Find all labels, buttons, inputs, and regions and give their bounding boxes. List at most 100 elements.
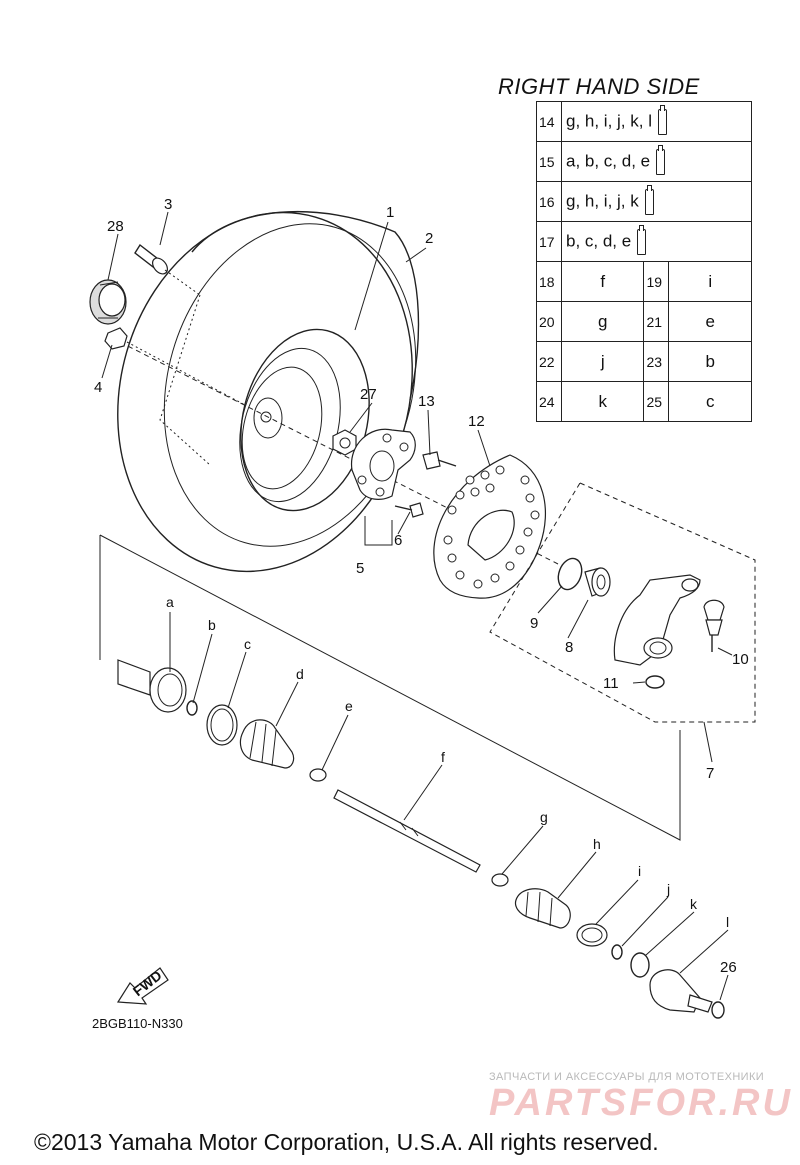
boot-band: [206, 704, 238, 746]
table-row: 18 f 19 i: [536, 261, 752, 302]
row-number: 15: [536, 141, 562, 182]
brake-disc: [433, 454, 546, 599]
end-circlip: [711, 1001, 725, 1019]
table-row: 15 a, b, c, d, e: [536, 141, 752, 182]
row-value: g: [560, 301, 645, 342]
callout-1: 1: [386, 204, 394, 221]
valve-stem: [134, 243, 201, 296]
reference-table: 14 g, h, i, j, k, l 15 a, b, c, d, e 16 …: [536, 101, 752, 422]
row-number: 17: [536, 221, 562, 262]
watermark-logo: PARTSFOR.RU: [489, 1082, 793, 1124]
callout-5: 5: [356, 560, 364, 577]
callout-11: 11: [603, 675, 619, 692]
diagram-code: 2BGB110-N330: [92, 1016, 183, 1031]
letter-h: h: [593, 836, 601, 852]
inner-cv-boot: [514, 888, 571, 929]
row-number: 16: [536, 181, 562, 222]
fwd-arrow-icon: FWD: [116, 967, 169, 1005]
callout-12: 12: [468, 413, 485, 430]
wheel-nut: [104, 327, 128, 350]
callout-27: 27: [360, 386, 377, 403]
knuckle-assembly-box: [489, 482, 756, 723]
row-number: 21: [643, 301, 670, 342]
inner-circlip: [611, 944, 623, 960]
row-parts-text: b, c, d, e: [566, 230, 632, 250]
row-parts: a, b, c, d, e: [561, 141, 752, 182]
callout-26: 26: [720, 959, 737, 976]
letter-c: c: [244, 636, 251, 652]
disc-bolt: [422, 451, 457, 470]
callout-3: 3: [164, 196, 172, 213]
row-parts-text: g, h, i, j, k: [566, 190, 639, 210]
row-number: 19: [643, 261, 670, 302]
circlip: [557, 557, 583, 591]
callout-10: 10: [732, 651, 749, 668]
table-row: 22 j 23 b: [536, 341, 752, 382]
row-value: i: [668, 261, 752, 302]
callout-4: 4: [94, 379, 102, 396]
row-number: 24: [536, 381, 562, 422]
row-value: b: [668, 341, 752, 382]
row-parts: b, c, d, e: [561, 221, 752, 262]
table-row: 20 g 21 e: [536, 301, 752, 342]
row-number: 20: [536, 301, 562, 342]
letter-l: l: [726, 914, 729, 930]
table-row: 17 b, c, d, e: [536, 221, 752, 262]
row-value: c: [668, 381, 752, 422]
hub-cap: [89, 279, 127, 325]
snap-ring: [645, 675, 665, 689]
callout-8: 8: [565, 639, 573, 656]
callout-28: 28: [107, 218, 124, 235]
inner-cv-joint: [649, 969, 713, 1013]
hub-stud: [394, 502, 424, 518]
row-parts-text: g, h, i, j, k, l: [566, 110, 652, 130]
callout-numbers: 1 2 3 4 5 6 7 8 9 10 11 12 13 26 27 28: [94, 196, 749, 976]
row-parts: g, h, i, j, k, l: [561, 101, 752, 142]
callout-7: 7: [706, 765, 714, 782]
row-value: j: [560, 341, 645, 382]
outer-cv-joint: [117, 659, 187, 713]
table-row: 14 g, h, i, j, k, l: [536, 101, 752, 142]
row-number: 23: [643, 341, 670, 382]
ball-joint: [703, 599, 725, 652]
copyright-notice: ©2013 Yamaha Motor Corporation, U.S.A. A…: [34, 1129, 659, 1155]
letter-k: k: [690, 896, 698, 912]
letter-e: e: [345, 698, 353, 714]
callout-13: 13: [418, 393, 435, 410]
row-value: f: [560, 261, 645, 302]
grease-tube-icon: [644, 184, 654, 215]
callout-2: 2: [425, 230, 433, 247]
grease-tube-icon: [637, 224, 647, 255]
letter-callouts: a b c d e f g h i j k l: [166, 594, 729, 930]
grease-tube-icon: [657, 104, 667, 135]
letter-f: f: [441, 749, 445, 765]
table-row: 24 k 25 c: [536, 381, 752, 422]
callout-9: 9: [530, 615, 538, 632]
letter-a: a: [166, 594, 174, 610]
callout-6: 6: [394, 532, 402, 549]
letter-g: g: [540, 809, 548, 825]
letter-d: d: [296, 666, 304, 682]
wheel-hub: [350, 428, 416, 500]
drive-shaft: [333, 789, 481, 873]
row-parts: g, h, i, j, k: [561, 181, 752, 222]
grease-tube-icon: [656, 144, 666, 175]
row-number: 25: [643, 381, 670, 422]
letter-j: j: [666, 881, 670, 897]
inner-boot-band: [576, 923, 608, 947]
bearing: [584, 567, 611, 597]
small-circlip: [186, 700, 198, 716]
o-ring: [630, 952, 650, 978]
cv-boot: [239, 719, 295, 769]
letter-i: i: [638, 863, 641, 879]
letter-b: b: [208, 617, 216, 633]
steering-knuckle: [613, 574, 701, 666]
boot-band-small: [309, 768, 327, 782]
row-number: 14: [536, 101, 562, 142]
table-row: 16 g, h, i, j, k: [536, 181, 752, 222]
inner-boot-band-small: [491, 873, 509, 887]
hub-nut: [332, 429, 357, 456]
row-number: 22: [536, 341, 562, 382]
row-value: e: [668, 301, 752, 342]
